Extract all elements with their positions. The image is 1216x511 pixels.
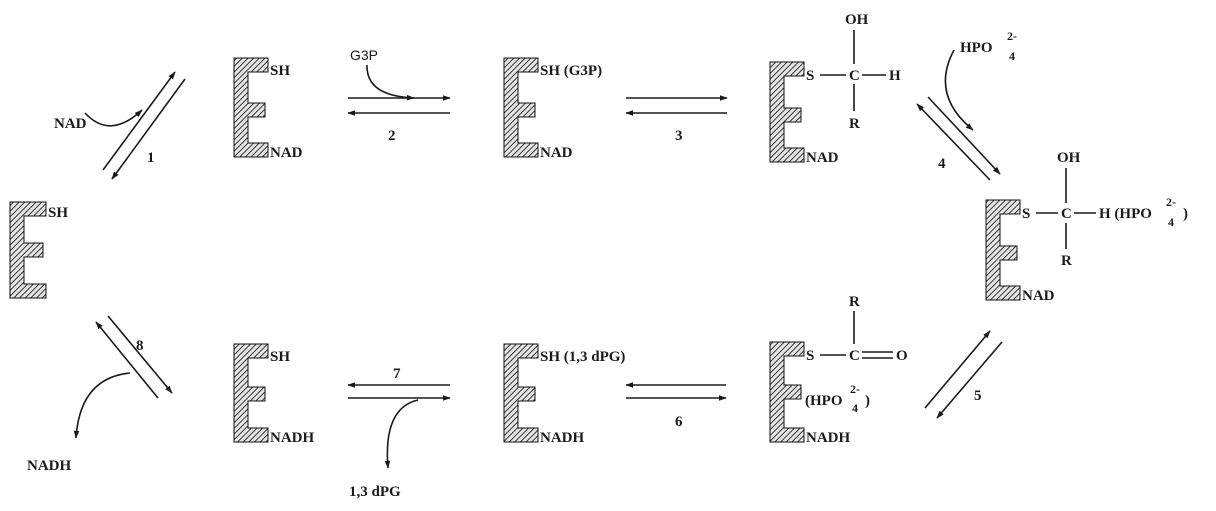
- g3p-entry-arrow: [366, 64, 415, 101]
- oxygen-atom: O: [896, 348, 908, 364]
- sulfur-atom: S: [806, 68, 814, 84]
- enzyme-e-shape: [769, 61, 805, 163]
- dpg-exit-arrow: [384, 399, 419, 469]
- step-number-3: 3: [675, 128, 683, 144]
- forward-arrow: [927, 96, 1001, 175]
- phosphate-subscript: 4: [852, 401, 858, 415]
- r-group: R: [849, 294, 860, 310]
- enzyme-g3p-complex: SH (G3P) NAD: [503, 57, 602, 161]
- enzyme-e-shape: [985, 199, 1021, 301]
- r-group: R: [849, 116, 860, 132]
- step-number-8: 8: [136, 338, 144, 354]
- enzyme-e-shape: [503, 343, 539, 443]
- cofactor-label: NADH: [806, 430, 850, 446]
- cofactor-label: NAD: [270, 145, 303, 161]
- thiol-label: SH: [270, 349, 290, 365]
- r-group: R: [1061, 253, 1072, 269]
- enzyme-e-shape: [233, 57, 269, 158]
- step-number-1: 1: [147, 150, 155, 166]
- reverse-arrow: [924, 330, 991, 409]
- phosphate-charge: 2-: [850, 382, 860, 396]
- hydroxyl-group: OH: [1057, 150, 1081, 166]
- enzyme-free: SH: [9, 201, 68, 299]
- step-4-equilibrium: HPO 2- 4 4: [916, 29, 1017, 181]
- hydroxyl-group: OH: [845, 12, 869, 28]
- phosphate-subscript: 4: [1168, 215, 1174, 229]
- enzyme-thiohemiacetal-phosphate: S C H (HPO 2- 4 ) OH R NAD: [985, 150, 1188, 304]
- phosphate-subscript: 4: [1009, 49, 1015, 63]
- sulfur-atom: S: [1022, 206, 1030, 222]
- forward-arrow: [936, 341, 1003, 419]
- nadh-product-label: NADH: [27, 458, 71, 474]
- cofactor-label: NADH: [270, 430, 314, 446]
- dpg-product-label: 1,3 dPG: [349, 484, 401, 500]
- hydrogen-phosphate-open: H (HPO: [1099, 206, 1152, 222]
- enzyme-dpg-complex: SH (1,3 dPG) NADH: [503, 343, 625, 446]
- step-number-4: 4: [938, 156, 946, 172]
- phosphate-substrate-label: HPO: [960, 40, 993, 56]
- step-8-equilibrium: 8 NADH: [27, 315, 173, 474]
- cofactor-label: NAD: [806, 150, 839, 166]
- enzyme-nadh-complex: SH NADH: [233, 343, 314, 446]
- step-number-7: 7: [393, 366, 401, 382]
- hydrogen-atom: H: [889, 68, 901, 84]
- enzyme-nad-complex: SH NAD: [233, 57, 303, 161]
- nad-substrate-label: NAD: [54, 116, 87, 132]
- cofactor-label: NADH: [540, 430, 584, 446]
- nadh-exit-arrow: [73, 372, 131, 439]
- bound-substrate-label: SH (G3P): [540, 63, 602, 79]
- phosphate-entry-arrow: [944, 49, 974, 131]
- thiol-label: SH: [270, 63, 290, 79]
- forward-arrow: [102, 71, 176, 171]
- step-number-5: 5: [974, 388, 982, 404]
- step-5-equilibrium: 5: [924, 330, 1003, 419]
- carbon-atom: C: [1061, 206, 1072, 222]
- phosphate-close: ): [865, 393, 870, 409]
- reverse-arrow: [107, 315, 173, 394]
- cofactor-label: NAD: [540, 145, 573, 161]
- enzyme-thiohemiacetal: S C H OH R NAD: [769, 12, 901, 166]
- step-3-equilibrium: 3: [625, 95, 728, 144]
- reverse-arrow: [916, 103, 991, 181]
- enzyme-e-shape: [9, 201, 47, 299]
- reverse-arrow: [111, 78, 186, 180]
- bound-product-label: SH (1,3 dPG): [540, 349, 625, 365]
- step-2-equilibrium: G3P 2: [347, 47, 451, 144]
- carbon-atom: C: [849, 348, 860, 364]
- phosphate-charge: 2-: [1007, 29, 1017, 43]
- cofactor-label: NAD: [1022, 288, 1055, 304]
- carbon-atom: C: [849, 68, 860, 84]
- g3p-substrate-label: G3P: [350, 47, 378, 63]
- phosphate-open: (HPO: [805, 393, 843, 409]
- enzyme-e-shape: [769, 341, 805, 443]
- step-7-equilibrium: 7 1,3 dPG: [347, 366, 451, 500]
- enzyme-thioester: S C O R (HPO 2- 4 ) NADH: [769, 294, 908, 446]
- enzyme-e-shape: [233, 343, 269, 443]
- step-number-6: 6: [675, 414, 683, 430]
- nad-entry-arrow: [84, 109, 143, 127]
- phosphate-charge: 2-: [1166, 195, 1176, 209]
- enzyme-e-shape: [503, 57, 539, 158]
- step-number-2: 2: [388, 128, 396, 144]
- thiol-label: SH: [48, 205, 68, 221]
- step-6-equilibrium: 6: [625, 382, 727, 430]
- sulfur-atom: S: [806, 348, 814, 364]
- forward-arrow: [95, 321, 159, 399]
- step-1-equilibrium: NAD 1: [54, 71, 186, 180]
- phosphate-close: ): [1183, 206, 1188, 222]
